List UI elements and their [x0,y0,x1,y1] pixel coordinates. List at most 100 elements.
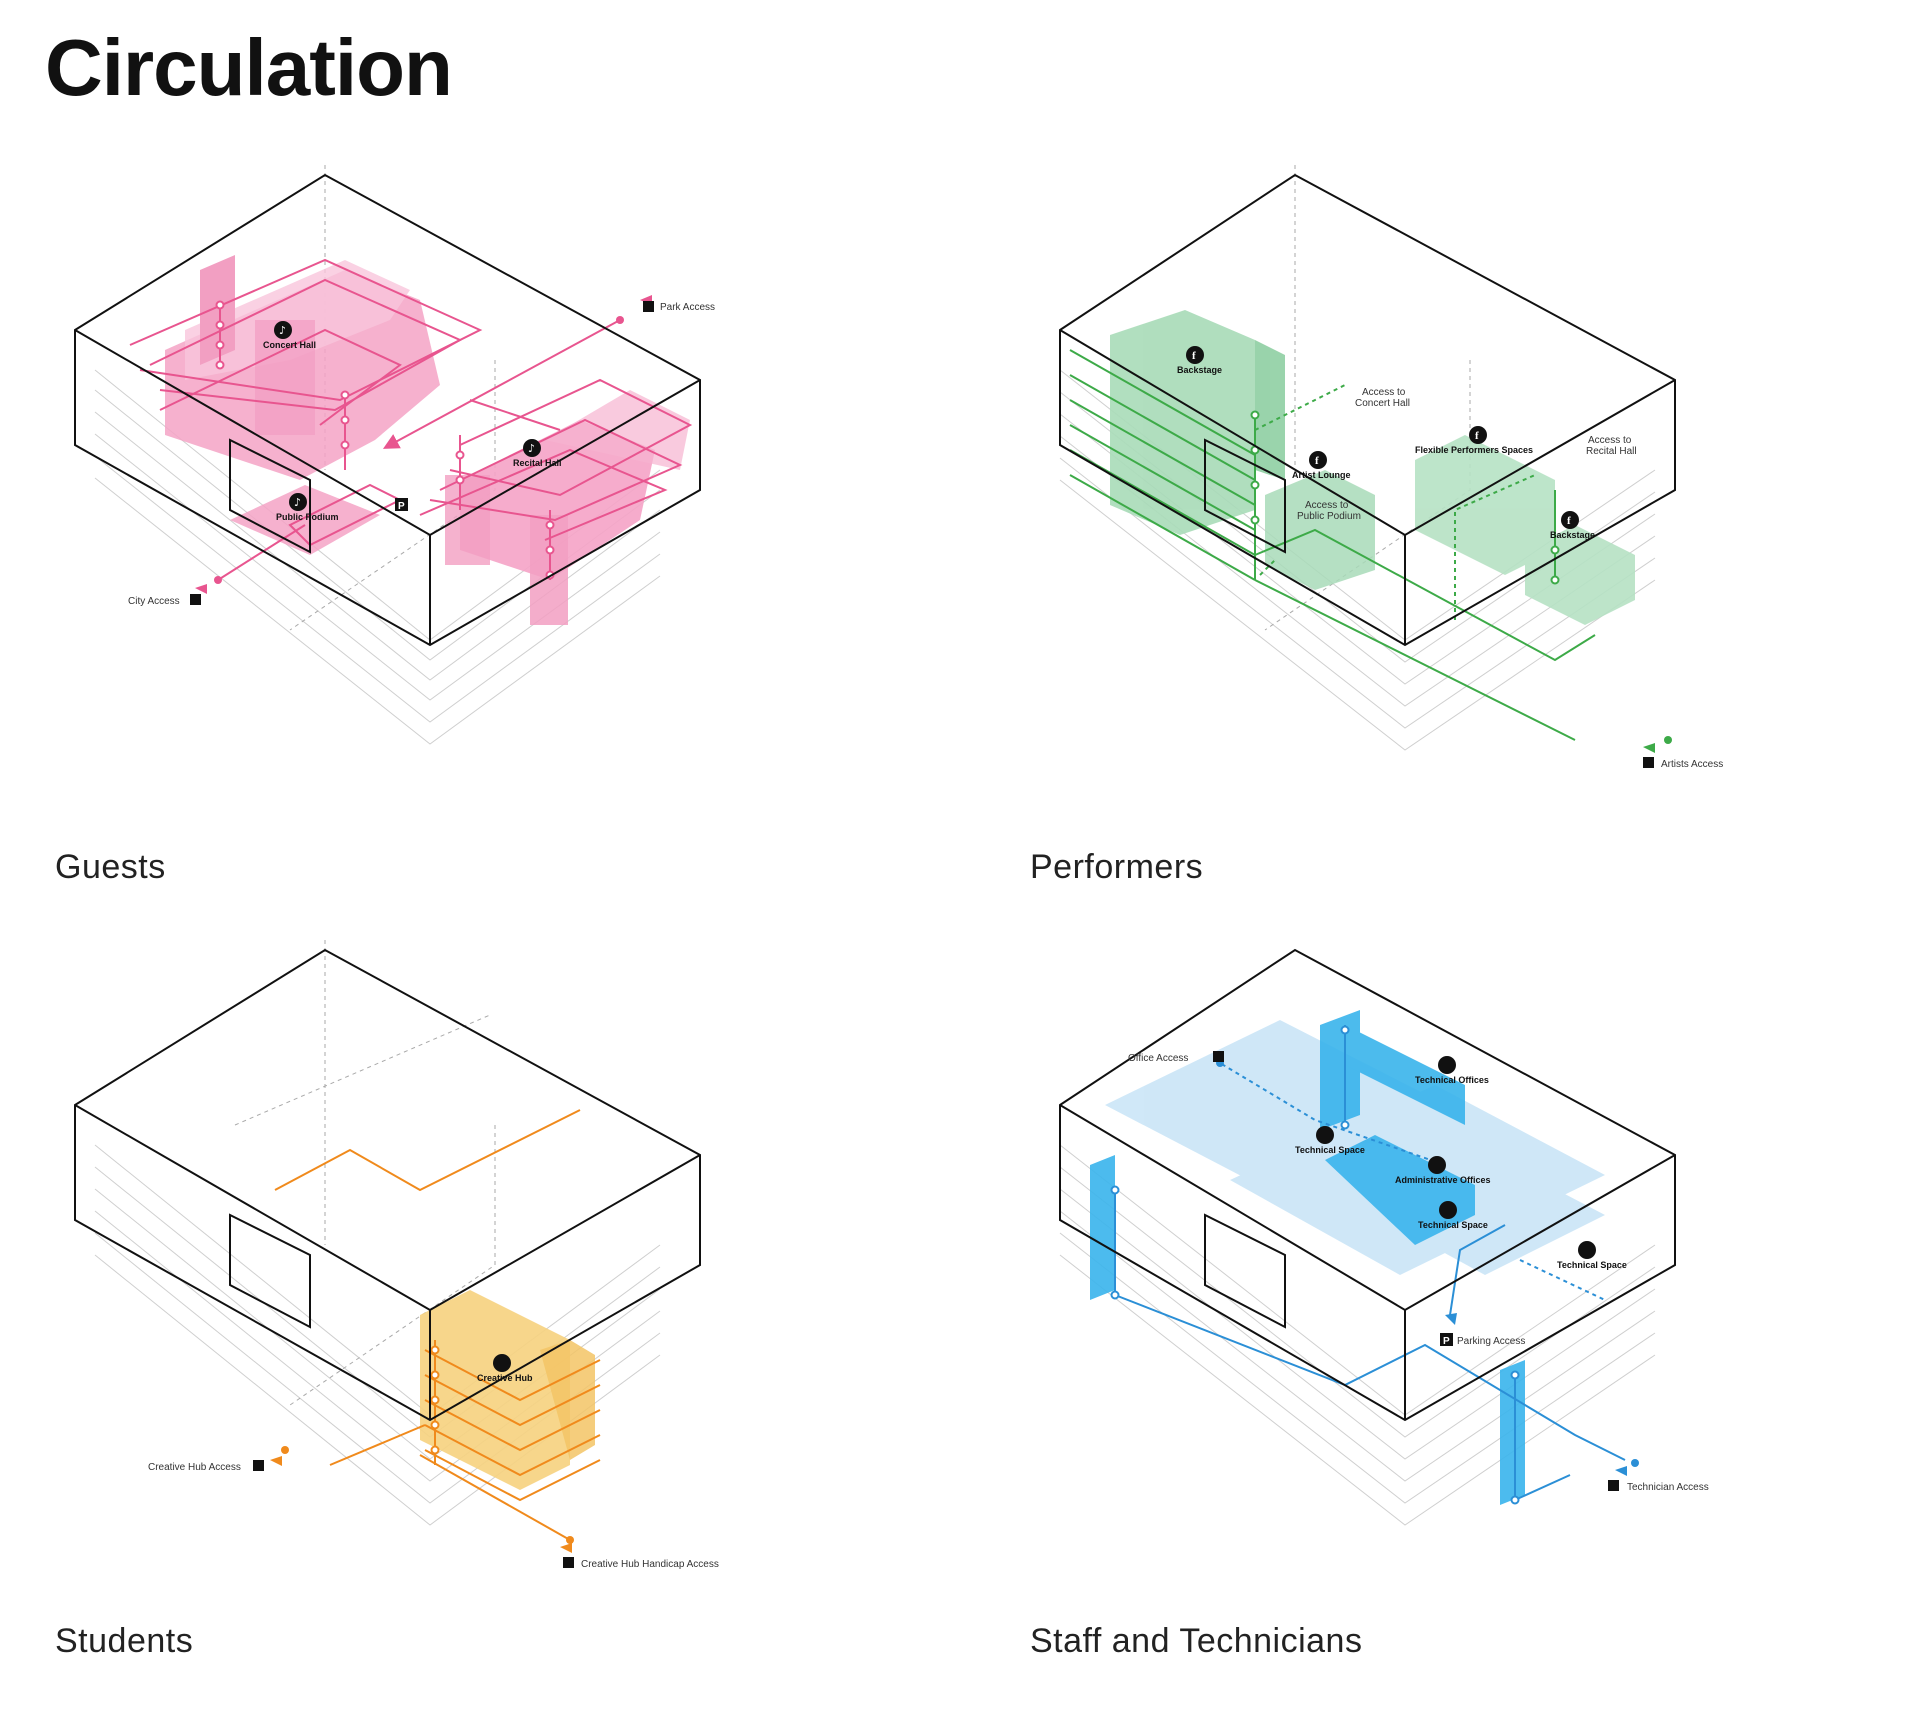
building-outline [74,173,701,647]
performers-caption: Performers [1030,848,1204,886]
parking-access-marker: P Parking Access [1440,1313,1525,1347]
tools-icon [1439,1201,1457,1219]
students-diagram: Creative Hub Creative Hub Access Creativ… [74,940,719,1570]
administrative-offices-marker: Administrative Offices [1395,1156,1491,1185]
artist-lounge-marker: f Artist Lounge [1292,451,1351,480]
backstage-marker-1: f Backstage [1177,346,1222,375]
group-icon [493,1354,511,1372]
parking-marker: P [395,498,408,512]
music-note-icon: ♪ [279,324,286,337]
creative-hub-access-label: Creative Hub Access [148,1462,241,1473]
artists-access-label: Artists Access [1661,759,1723,770]
person-icon [643,301,654,312]
performer-icon: f [1192,350,1196,362]
building-outline [1059,948,1676,1422]
guests-panel: ♪ Concert Hall ♪ Recital Hall ♪ Public P… [40,165,940,940]
artists-access-marker: Artists Access [1643,743,1723,770]
technical-space-label-1: Technical Space [1295,1145,1365,1155]
creative-hub-marker: Creative Hub [477,1354,533,1383]
staff-panel: Technical Offices Technical Space Admini… [1015,948,1915,1715]
performers-diagram: f Backstage f Artist Lounge f Flexible P… [1059,165,1723,770]
wheelchair-icon [563,1557,574,1568]
access-podium-line-2: Public Podium [1297,511,1361,522]
technical-space-label-2: Technical Space [1418,1220,1488,1230]
guests-diagram: ♪ Concert Hall ♪ Recital Hall ♪ Public P… [74,165,715,745]
performer-icon: f [1567,515,1571,527]
flexible-spaces-label: Flexible Performers Spaces [1415,445,1533,455]
technician-access-marker: Technician Access [1608,1466,1709,1493]
park-access-marker: Park Access [640,295,715,313]
office-icon [1428,1156,1446,1174]
music-note-icon: ♪ [294,496,301,509]
flexible-spaces-mass [1415,435,1635,625]
backstage-marker-2: f Backstage [1550,511,1595,540]
office-access-marker: Office Access [1128,1051,1224,1064]
building-outline [1059,173,1676,647]
backstage-mass [1110,310,1285,535]
creative-hub-access-marker: Creative Hub Access [148,1456,282,1473]
public-podium-mass [230,485,380,555]
building-outline [74,948,701,1422]
tools-icon [1316,1126,1334,1144]
city-access-marker: City Access [128,584,207,607]
recital-hall-label: Recital Hall [513,458,562,468]
backstage-label-2: Backstage [1550,530,1595,540]
person-icon [253,1460,264,1471]
concert-hall-marker: ♪ Concert Hall [263,321,316,350]
creative-hub-mass [420,1290,595,1490]
public-podium-label: Public Podium [276,512,339,522]
recital-hall-marker: ♪ Recital Hall [513,439,562,468]
person-icon [1213,1051,1224,1062]
technical-space-marker-2: Technical Space [1418,1201,1488,1230]
parking-icon: P [398,501,405,512]
students-panel: Creative Hub Creative Hub Access Creativ… [40,940,940,1715]
access-recital-line-2: Recital Hall [1586,446,1637,457]
performer-icon [1643,757,1654,768]
performer-icon: f [1475,430,1479,442]
artist-lounge-mass [1265,470,1375,590]
technician-access-label: Technician Access [1627,1482,1709,1493]
access-concert-line-2: Concert Hall [1355,398,1410,409]
person-icon [190,594,201,605]
office-access-label: Office Access [1128,1053,1188,1064]
parking-icon: P [1443,1336,1450,1347]
tools-icon [1578,1241,1596,1259]
staff-caption: Staff and Technicians [1030,1622,1363,1660]
access-concert-hall-note: Access to Concert Hall [1355,387,1410,409]
page-title: Circulation [45,23,453,112]
administrative-offices-label: Administrative Offices [1395,1175,1491,1185]
guests-circulation-lines [129,258,693,581]
parking-access-label: Parking Access [1457,1336,1525,1347]
technical-space-marker-1: Technical Space [1295,1126,1365,1155]
public-podium-marker: ♪ Public Podium [276,493,339,522]
access-concert-line-1: Access to [1362,387,1406,398]
technical-space-marker-3: Technical Space [1557,1241,1627,1270]
artist-lounge-label: Artist Lounge [1292,470,1351,480]
staff-diagram: Technical Offices Technical Space Admini… [1059,948,1709,1526]
person-icon [1608,1480,1619,1491]
performer-icon: f [1315,455,1319,467]
access-recital-line-1: Access to [1588,435,1632,446]
music-note-icon: ♪ [528,442,535,455]
creative-hub-label: Creative Hub [477,1373,533,1383]
performers-panel: f Backstage f Artist Lounge f Flexible P… [1015,165,1915,940]
flexible-spaces-marker: f Flexible Performers Spaces [1415,426,1533,455]
students-circulation-lines [274,1109,601,1541]
guests-caption: Guests [55,848,166,886]
technical-offices-label: Technical Offices [1415,1075,1489,1085]
city-access-label: City Access [128,596,180,607]
concert-hall-mass [165,255,440,480]
backstage-label-1: Backstage [1177,365,1222,375]
technical-offices-marker: Technical Offices [1415,1056,1489,1085]
students-caption: Students [55,1622,194,1660]
access-podium-line-1: Access to [1305,500,1349,511]
concert-hall-label: Concert Hall [263,340,316,350]
access-podium-note: Access to Public Podium [1297,500,1361,522]
technical-space-label-3: Technical Space [1557,1260,1627,1270]
access-recital-hall-note: Access to Recital Hall [1586,435,1637,457]
office-icon [1438,1056,1456,1074]
handicap-access-label: Creative Hub Handicap Access [581,1559,719,1570]
park-access-label: Park Access [660,302,715,313]
staff-solid-volumes [1090,1010,1525,1505]
handicap-access-marker: Creative Hub Handicap Access [560,1543,719,1570]
